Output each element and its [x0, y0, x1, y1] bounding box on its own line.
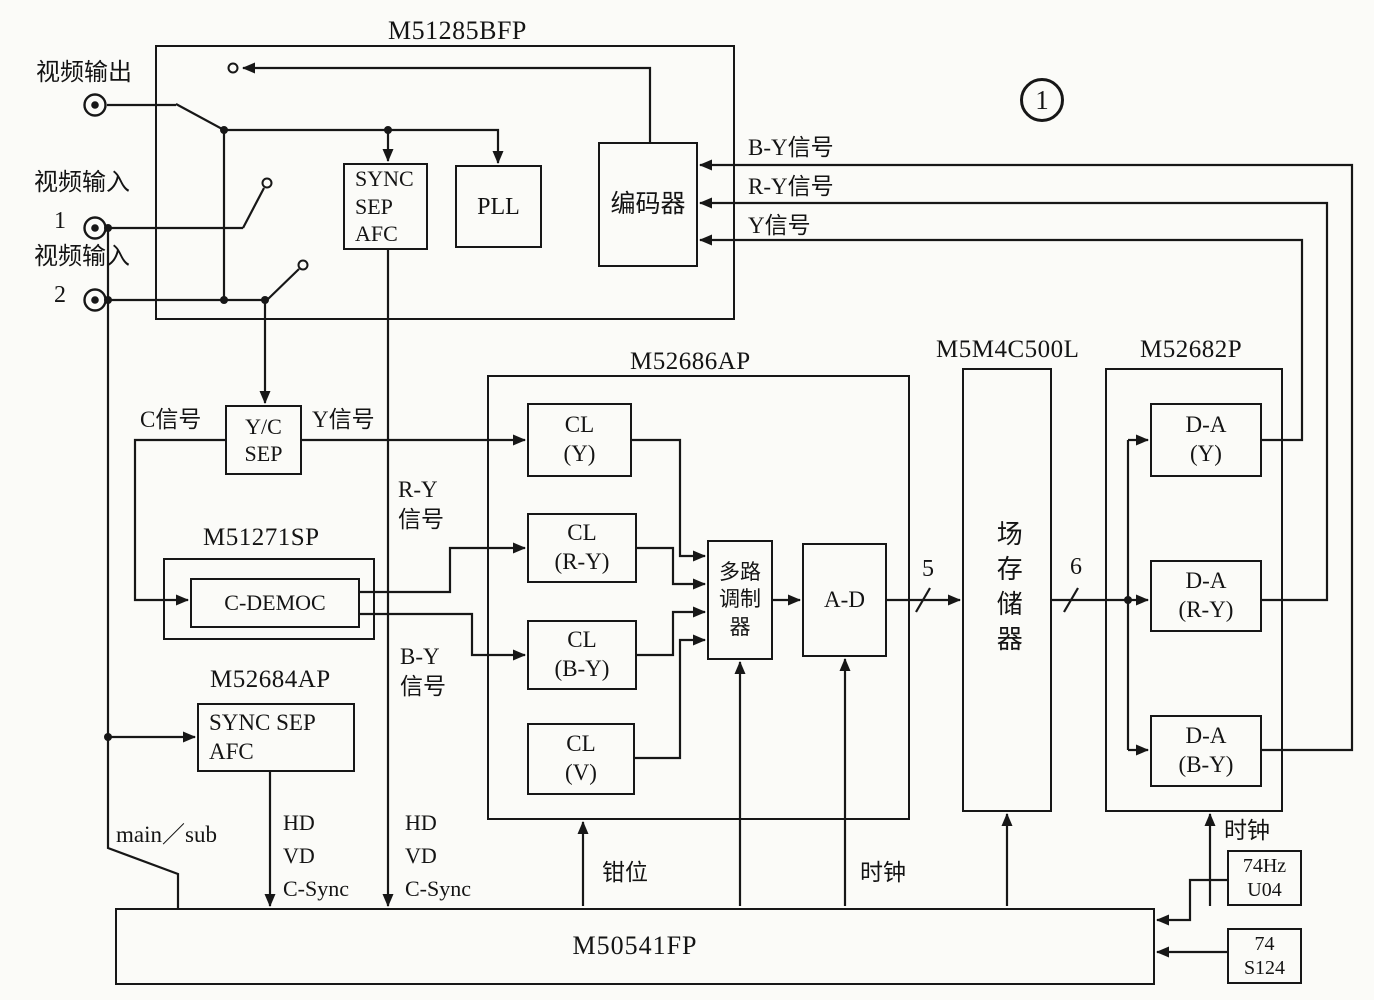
bus-width-5-label: 5	[922, 556, 934, 582]
field-memory-block: 场存储器	[962, 368, 1052, 812]
m52686ap-outline	[487, 375, 910, 820]
ry-signal-top-label: R-Y信号	[748, 174, 834, 199]
m52686ap-label: M52686AP	[630, 348, 751, 375]
m51285bfp-outline	[155, 45, 735, 320]
y-signal-mid-label: Y信号	[312, 407, 375, 432]
clock-right-label: 时钟	[1224, 818, 1270, 843]
s124-block: 74 S124	[1227, 928, 1302, 984]
m52682p-outline	[1105, 368, 1283, 812]
ad-converter-block: A-D	[802, 543, 887, 657]
switch-contacts	[227, 62, 309, 271]
da-by-block: D-A (B-Y)	[1150, 715, 1262, 787]
da-ry-block: D-A (R-Y)	[1150, 560, 1262, 632]
connector-icons	[83, 93, 107, 312]
video-in1-label: 视频输入	[34, 170, 130, 196]
hd-vd-csync-label-2: HD VD C-Sync	[405, 810, 471, 901]
cl-y-block: CL (Y)	[527, 403, 632, 477]
yc-sep-block: Y/C SEP	[225, 405, 302, 475]
m5m4c500l-label: M5M4C500L	[936, 336, 1080, 363]
m51271sp-outline	[163, 558, 375, 640]
cl-by-block: CL (B-Y)	[527, 620, 637, 690]
video-in1-number: 1	[54, 208, 66, 234]
video-in2-number: 2	[54, 282, 66, 308]
c-democ-block: C-DEMOC	[190, 578, 360, 628]
multiplexer-block: 多路 调制 器	[707, 540, 773, 660]
clock-mid-label: 时钟	[860, 860, 906, 885]
c-signal-label: C信号	[140, 407, 202, 432]
m51285bfp-label: M51285BFP	[388, 16, 527, 45]
y-signal-top-label: Y信号	[748, 213, 811, 238]
video-in2-label: 视频输入	[34, 244, 130, 270]
u04-block: 74Hz U04	[1227, 850, 1302, 906]
sync-sep-afc-block-1: SYNC SEP AFC	[343, 163, 428, 250]
main-sub-label: main／sub	[116, 822, 217, 847]
m52684ap-label: M52684AP	[210, 666, 331, 693]
hd-vd-csync-label-1: HD VD C-Sync	[283, 810, 349, 901]
clamp-label: 钳位	[602, 860, 648, 885]
da-y-block: D-A (Y)	[1150, 403, 1262, 477]
pll-block: PLL	[455, 165, 542, 248]
junction-dots	[104, 126, 1132, 741]
figure-number: 1	[1035, 84, 1049, 115]
video-out-label: 视频输出	[36, 60, 132, 86]
bus-width-ticks	[915, 587, 1079, 613]
cl-ry-block: CL (R-Y)	[527, 513, 637, 583]
by-signal-top-label: B-Y信号	[748, 135, 834, 160]
figure-number-badge: 1	[1020, 78, 1064, 122]
cl-v-block: CL (V)	[527, 723, 635, 795]
sync-sep-afc-block-2: SYNC SEP AFC	[197, 703, 355, 772]
encoder-block: 编码器	[598, 142, 698, 267]
bus-width-6-label: 6	[1070, 554, 1082, 580]
m51271sp-label: M51271SP	[203, 524, 320, 551]
m52682p-label: M52682P	[1140, 336, 1243, 363]
by-signal-mid-label: B-Y 信号	[400, 644, 446, 699]
ry-signal-mid-label: R-Y 信号	[398, 477, 444, 532]
m50541fp-block: M50541FP	[115, 908, 1155, 985]
